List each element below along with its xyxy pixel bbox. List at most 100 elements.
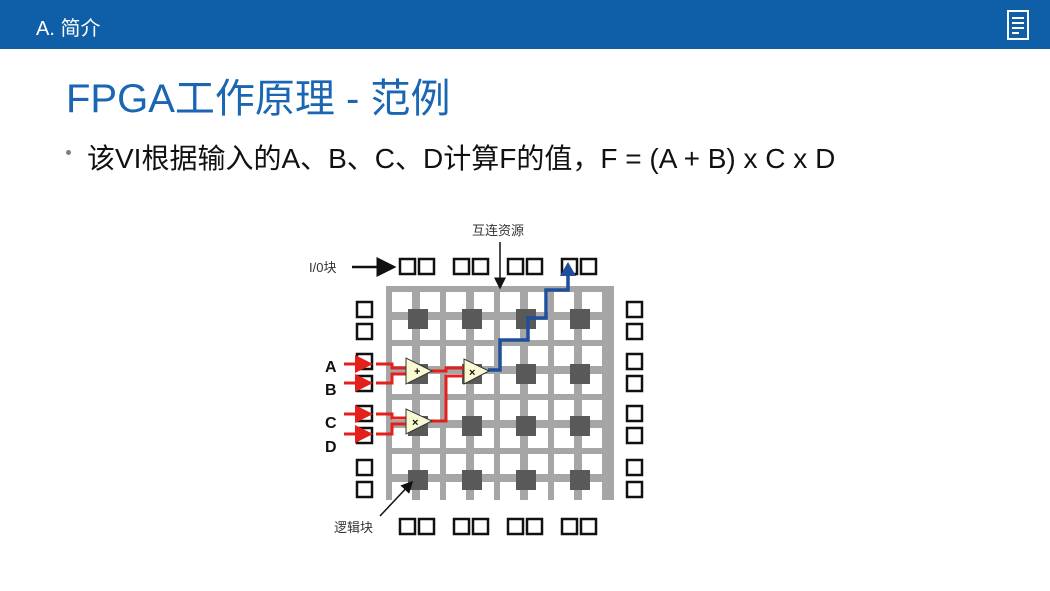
- io-pad: [625, 300, 644, 319]
- grid-gap: [528, 292, 548, 312]
- grid-gap: [500, 346, 520, 366]
- logic-block: [570, 364, 590, 384]
- grid-gap: [474, 454, 494, 474]
- slide-title: FPGA工作原理 - 范例: [66, 77, 451, 121]
- io-pad: [471, 257, 490, 276]
- io-pad: [625, 374, 644, 393]
- logic-block: [570, 309, 590, 329]
- grid-gap: [500, 428, 520, 448]
- grid-gap: [392, 454, 412, 474]
- io-pad: [398, 517, 417, 536]
- io-pad: [355, 352, 374, 371]
- section-label: A. 简介: [36, 18, 101, 40]
- io-pad: [506, 257, 525, 276]
- grid-gap: [446, 454, 466, 474]
- interconnect-label: 互连资源: [472, 223, 524, 238]
- notes-icon[interactable]: [1007, 10, 1029, 40]
- output-arrowhead: [560, 262, 576, 276]
- grid-gap: [420, 346, 440, 366]
- grid-gap: [474, 346, 494, 366]
- grid-gap: [392, 292, 412, 312]
- logic-block: [408, 470, 428, 490]
- logic-block: [462, 470, 482, 490]
- multiplier-gate-1: [463, 358, 491, 385]
- multiplier-symbol-2: ×: [412, 417, 418, 429]
- grid-gap: [446, 292, 466, 312]
- grid-gap: [500, 374, 520, 394]
- grid-gap: [446, 482, 466, 502]
- grid-gap: [554, 292, 574, 312]
- io-pad: [398, 257, 417, 276]
- output-route: [488, 273, 570, 372]
- io-pad: [625, 426, 644, 445]
- grid-gap: [528, 454, 548, 474]
- grid-gap: [446, 400, 466, 420]
- grid-gap: [446, 374, 466, 394]
- grid-gap: [582, 454, 602, 474]
- logic-block: [516, 470, 536, 490]
- grid-gap: [420, 400, 440, 420]
- logic-block: [516, 309, 536, 329]
- io-pad: [560, 517, 579, 536]
- bullet-text: 该VI根据输入的A、B、C、D计算F的值，F = (A + B) x C x D: [87, 143, 836, 174]
- grid-gap: [582, 346, 602, 366]
- grid-gap: [554, 454, 574, 474]
- grid-gap: [392, 320, 412, 340]
- io-pad: [625, 322, 644, 341]
- grid-gap: [500, 454, 520, 474]
- io-pad: [355, 322, 374, 341]
- multiplier-symbol-1: ×: [469, 367, 475, 379]
- io-pad: [579, 257, 598, 276]
- grid-gap: [554, 400, 574, 420]
- io-pad: [355, 480, 374, 499]
- io-pad: [525, 517, 544, 536]
- io-pad: [417, 257, 436, 276]
- top-bar: A. 简介: [0, 0, 1050, 49]
- grid-gap: [554, 428, 574, 448]
- grid-gap: [582, 400, 602, 420]
- io-pad: [355, 300, 374, 319]
- logic-block: [462, 416, 482, 436]
- io-pad: [355, 458, 374, 477]
- grid-gap: [582, 292, 602, 312]
- io-pad: [452, 257, 471, 276]
- grid-gap: [500, 292, 520, 312]
- logic-block-label: 逻辑块: [334, 520, 373, 535]
- io-block-label: I/0块: [309, 260, 336, 275]
- grid-gap: [420, 292, 440, 312]
- io-pad: [579, 517, 598, 536]
- grid-gap: [554, 374, 574, 394]
- input-label-d: D: [325, 439, 337, 456]
- interconnect-grid: [392, 292, 602, 502]
- grid-gap: [554, 482, 574, 502]
- logic-block: [462, 309, 482, 329]
- io-pad: [625, 458, 644, 477]
- io-pad: [625, 352, 644, 371]
- input-label-c: C: [325, 415, 337, 432]
- grid-gap: [554, 346, 574, 366]
- grid-gap: [528, 400, 548, 420]
- logic-block: [570, 470, 590, 490]
- logic-block: [408, 309, 428, 329]
- input-label-a: A: [325, 359, 337, 376]
- io-pad: [625, 480, 644, 499]
- fpga-diagram: + × × A B C D 互连资源 I/0块 逻辑块: [309, 223, 644, 536]
- adder-gate: [405, 357, 434, 385]
- io-pad: [417, 517, 436, 536]
- grid-gap: [528, 346, 548, 366]
- logic-block: [570, 416, 590, 436]
- io-pad: [471, 517, 490, 536]
- io-pad: [525, 257, 544, 276]
- io-pad: [506, 517, 525, 536]
- grid-gap: [446, 346, 466, 366]
- grid-gap: [446, 320, 466, 340]
- grid-gap: [474, 400, 494, 420]
- logic-block: [516, 364, 536, 384]
- grid-gap: [474, 292, 494, 312]
- grid-gap: [446, 428, 466, 448]
- grid-gap: [500, 320, 520, 340]
- io-pad: [625, 404, 644, 423]
- input-label-b: B: [325, 382, 337, 399]
- adder-symbol: +: [414, 366, 420, 378]
- logic-block: [516, 416, 536, 436]
